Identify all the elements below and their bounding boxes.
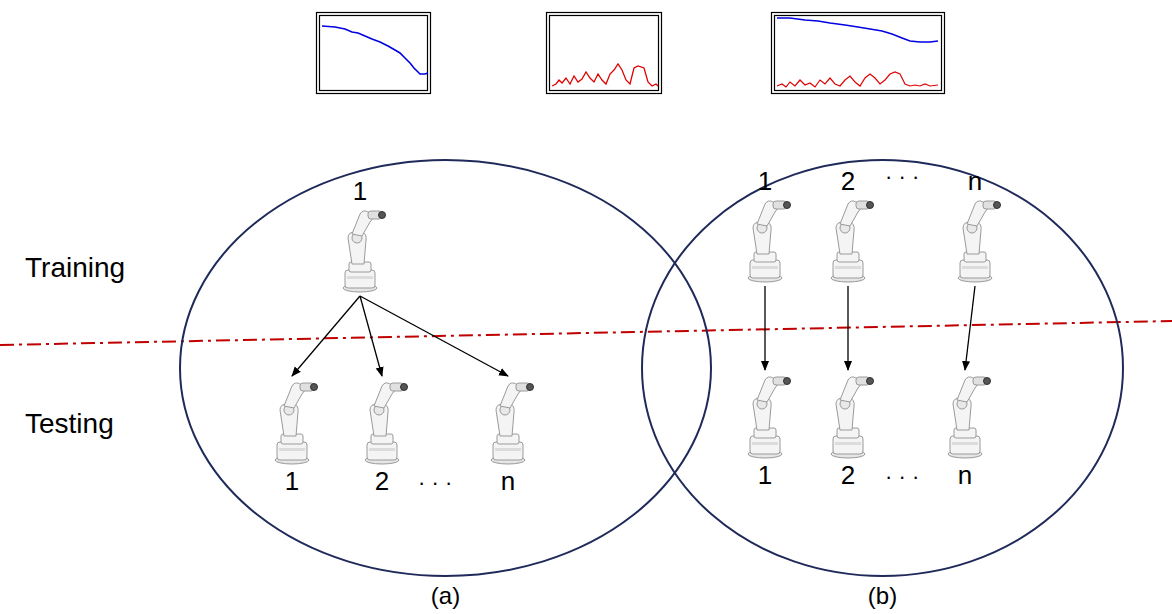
- robot-node: 2: [818, 166, 878, 284]
- robot-number: 2: [818, 166, 878, 196]
- row-label: Training: [25, 252, 125, 284]
- robot-arm-illustration: [478, 378, 538, 466]
- robot-number: 2: [352, 466, 412, 496]
- robot-arm-illustration: [352, 378, 412, 466]
- robot-node: 2: [352, 378, 412, 496]
- transfer-arrow: [360, 296, 508, 376]
- group-circle: (a)112n: [178, 158, 713, 613]
- robot-arm-illustration: [818, 372, 878, 460]
- row-label: Testing: [25, 408, 114, 440]
- ellipsis: · · ·: [885, 164, 919, 190]
- robot-arm-illustration: [818, 196, 878, 284]
- robot-number: n: [935, 460, 995, 490]
- transfer-arrow: [847, 286, 848, 370]
- transfer-arrow: [360, 296, 382, 376]
- robot-arm-illustration: [945, 196, 1005, 284]
- robot-node: n: [935, 372, 995, 490]
- ellipsis: · · ·: [418, 470, 452, 496]
- robot-number: n: [478, 466, 538, 496]
- circle-outline: [178, 158, 713, 578]
- robot-arm-illustration: [262, 378, 322, 466]
- transfer-arrow: [292, 296, 360, 376]
- robot-number: 1: [330, 176, 390, 206]
- robot-node: n: [945, 166, 1005, 284]
- circle-outline: [640, 158, 1125, 578]
- robot-number: 1: [262, 466, 322, 496]
- transfer-arrow: [965, 286, 975, 370]
- robot-number: 2: [818, 460, 878, 490]
- robot-node: 2: [818, 372, 878, 490]
- robot-arm-illustration: [935, 372, 995, 460]
- robot-node: 1: [262, 378, 322, 496]
- robot-node: 1: [735, 372, 795, 490]
- panel-label: (b): [640, 582, 1125, 610]
- transfer-arrow: [764, 286, 765, 370]
- robot-arm-illustration: [735, 372, 795, 460]
- robot-number: 1: [735, 166, 795, 196]
- robot-node: 1: [330, 176, 390, 294]
- robot-number: n: [945, 166, 1005, 196]
- group-circle: (b)12n12n: [640, 158, 1125, 613]
- robot-node: 1: [735, 166, 795, 284]
- ellipsis: · · ·: [885, 464, 919, 490]
- robot-arm-illustration: [330, 206, 390, 294]
- robot-node: n: [478, 378, 538, 496]
- robot-arm-illustration: [735, 196, 795, 284]
- robot-number: 1: [735, 460, 795, 490]
- panel-label: (a): [178, 582, 713, 610]
